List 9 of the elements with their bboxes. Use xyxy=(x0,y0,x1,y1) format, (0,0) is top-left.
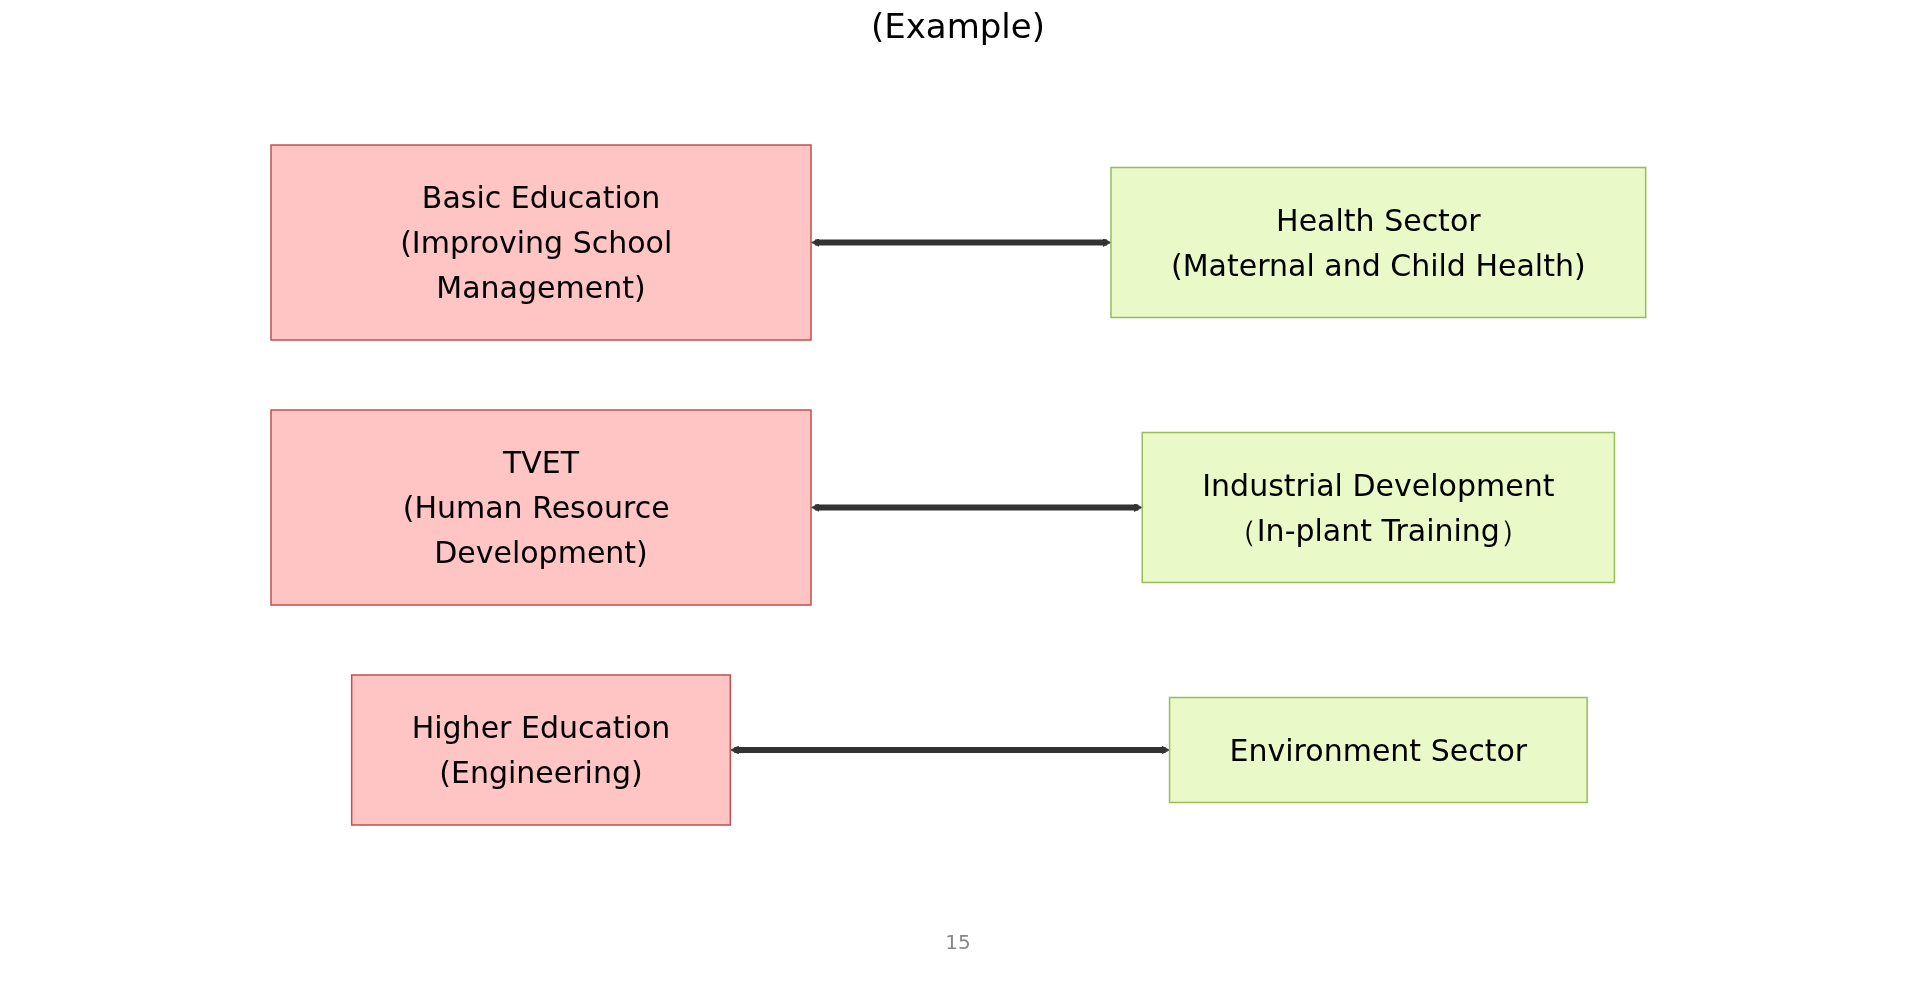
heading-label: (Example) xyxy=(870,6,1045,46)
arrow xyxy=(730,745,1170,755)
node-box: Basic Education (Improving School Management) xyxy=(269,144,812,341)
node-box: TVET (Human Resource Development) xyxy=(269,409,812,606)
node-box: Higher Education (Engineering) xyxy=(350,674,731,826)
node-box: Environment Sector xyxy=(1168,696,1588,804)
node-box: Industrial Development （In-plant Training） xyxy=(1141,431,1615,584)
node-box: Health Sector (Maternal and Child Health) xyxy=(1109,166,1647,319)
page-number: 15 xyxy=(945,930,971,954)
